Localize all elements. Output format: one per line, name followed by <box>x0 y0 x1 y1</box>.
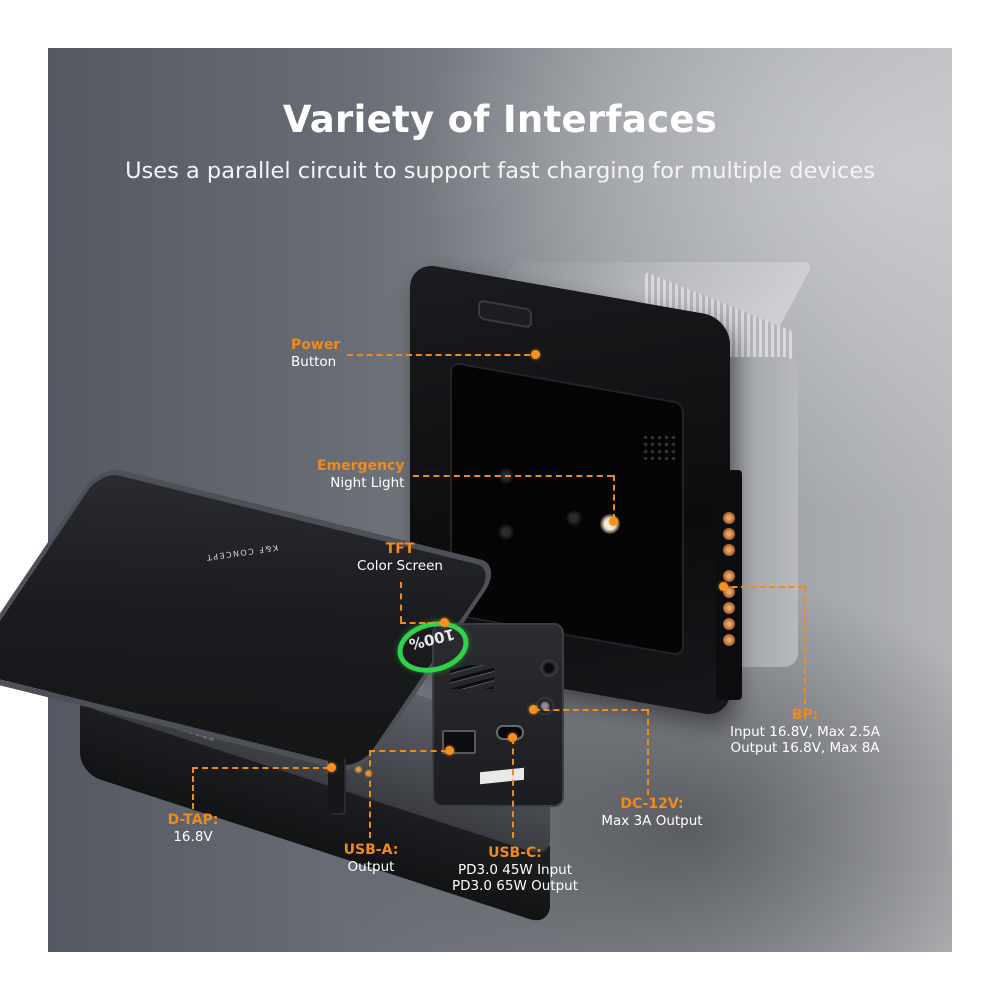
callout-key: DC-12V: <box>620 796 684 812</box>
pin-icon <box>723 528 735 540</box>
usb-a-port-icon[interactable] <box>442 730 476 754</box>
pin-icon <box>723 544 735 556</box>
callout-bp: BP: Input 16.8V, Max 2.5A Output 16.8V, … <box>720 707 890 756</box>
callout-usba: USB-A: Output <box>336 842 406 875</box>
marker-dot-icon <box>440 618 449 627</box>
dc-port-icon[interactable] <box>536 697 554 715</box>
bp-pins <box>720 470 738 670</box>
marker-dot-icon <box>719 582 728 591</box>
callout-key: D-TAP: <box>167 812 219 828</box>
marker-dot-icon <box>529 705 538 714</box>
callout-dc12v: DC-12V: Max 3A Output <box>592 796 712 829</box>
pin-icon <box>723 512 735 524</box>
callout-dtap: D-TAP: 16.8V <box>160 812 226 845</box>
front-battery-unit <box>0 465 600 926</box>
leader-line <box>192 767 329 769</box>
callout-tft: TFT Color Screen <box>350 541 450 574</box>
callout-value: PD3.0 45W Input <box>457 861 573 878</box>
leader-line <box>400 582 402 622</box>
leader-line <box>512 738 514 838</box>
pin-icon <box>723 602 735 614</box>
vent-slots <box>450 665 494 689</box>
marker-dot-icon <box>327 763 336 772</box>
callout-value: Night Light <box>330 474 405 491</box>
callout-emergency: Emergency Night Light <box>317 458 404 491</box>
callout-value: Button <box>291 353 337 370</box>
pin-icon <box>723 634 735 646</box>
callout-key: TFT <box>385 541 415 557</box>
leader-line <box>192 767 194 809</box>
marker-dot-icon <box>531 350 540 359</box>
marker-dot-icon <box>609 517 618 526</box>
leader-line <box>400 622 444 624</box>
callout-key: BP: <box>791 707 819 723</box>
marker-dot-icon <box>445 746 454 755</box>
leader-line <box>369 750 371 838</box>
callout-value: Output 16.8V, Max 8A <box>730 739 880 756</box>
callout-value: PD3.0 65W Output <box>451 877 578 894</box>
leader-line <box>413 475 613 477</box>
leader-line <box>647 709 649 795</box>
pin-icon <box>364 769 373 778</box>
callout-key: Emergency <box>317 458 405 474</box>
pin-icon <box>723 570 735 582</box>
callout-power: Power Button <box>291 337 340 370</box>
leader-line <box>722 586 804 588</box>
callout-key: Power <box>291 337 341 353</box>
page-subtitle: Uses a parallel circuit to support fast … <box>125 158 875 184</box>
callout-value: Input 16.8V, Max 2.5A <box>729 723 881 740</box>
leader-line <box>613 475 615 520</box>
mount-hole <box>566 510 582 526</box>
callout-key: USB-C: <box>488 845 542 861</box>
screw-knob-icon <box>540 659 558 677</box>
pin-icon <box>723 618 735 630</box>
leader-line <box>534 709 647 711</box>
pin-icon <box>354 765 363 774</box>
callout-value: 16.8V <box>173 828 213 845</box>
marker-dot-icon <box>508 733 517 742</box>
callout-value: Output <box>347 858 395 875</box>
speaker-grille-icon <box>642 434 676 460</box>
callout-value: Max 3A Output <box>601 812 703 829</box>
callout-key: USB-A: <box>343 842 399 858</box>
leader-line <box>347 354 540 356</box>
callout-value: Color Screen <box>357 557 443 574</box>
leader-line <box>369 750 447 752</box>
mount-hole <box>498 524 514 540</box>
leader-line <box>804 586 806 704</box>
page-title: Variety of Interfaces <box>282 98 718 141</box>
callout-usbc: USB-C: PD3.0 45W Input PD3.0 65W Output <box>440 845 590 894</box>
